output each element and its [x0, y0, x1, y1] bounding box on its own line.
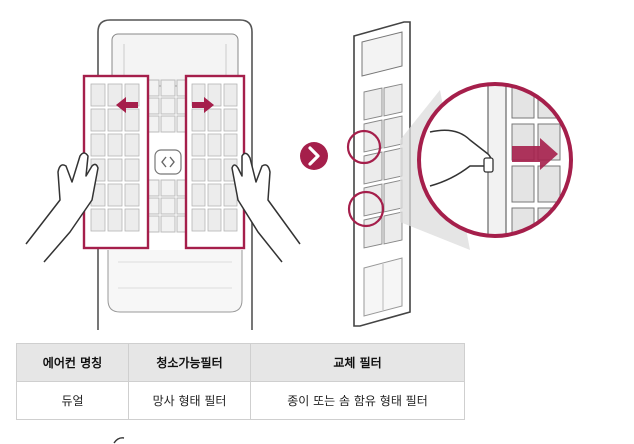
header-replacement-filter: 교체 필터	[250, 343, 465, 382]
left-hand-icon	[25, 152, 99, 263]
chevron-right-circle-icon	[300, 142, 328, 170]
filter-removal-illustration	[25, 19, 573, 330]
filter-strip	[353, 21, 411, 327]
bottom-curve-mark	[113, 437, 125, 444]
header-aircon-name: 에어컨 명칭	[16, 343, 129, 382]
header-cleanable-filter: 청소가능필터	[128, 343, 251, 382]
left-filter	[82, 74, 150, 250]
arrow-left-icon	[116, 97, 138, 113]
latch-highlight-bottom	[347, 190, 385, 228]
magnified-detail	[417, 82, 573, 238]
right-filter	[184, 74, 246, 250]
cell-aircon-name: 듀얼	[16, 381, 129, 420]
cell-cleanable-filter: 망사 형태 필터	[128, 381, 251, 420]
latch-highlight-top	[346, 129, 382, 165]
filter-spec-table: 에어컨 명칭 청소가능필터 교체 필터 듀얼 망사 형태 필터 종이 또는 솜 …	[16, 343, 465, 420]
cell-replacement-filter: 종이 또는 솜 함유 형태 필터	[250, 381, 465, 420]
table-header-row: 에어컨 명칭 청소가능필터 교체 필터	[16, 343, 465, 382]
double-chevron-icon	[154, 149, 182, 175]
table-row: 듀얼 망사 형태 필터 종이 또는 솜 함유 형태 필터	[16, 381, 465, 420]
right-hand-icon	[231, 152, 301, 263]
arrow-right-icon	[192, 97, 214, 113]
